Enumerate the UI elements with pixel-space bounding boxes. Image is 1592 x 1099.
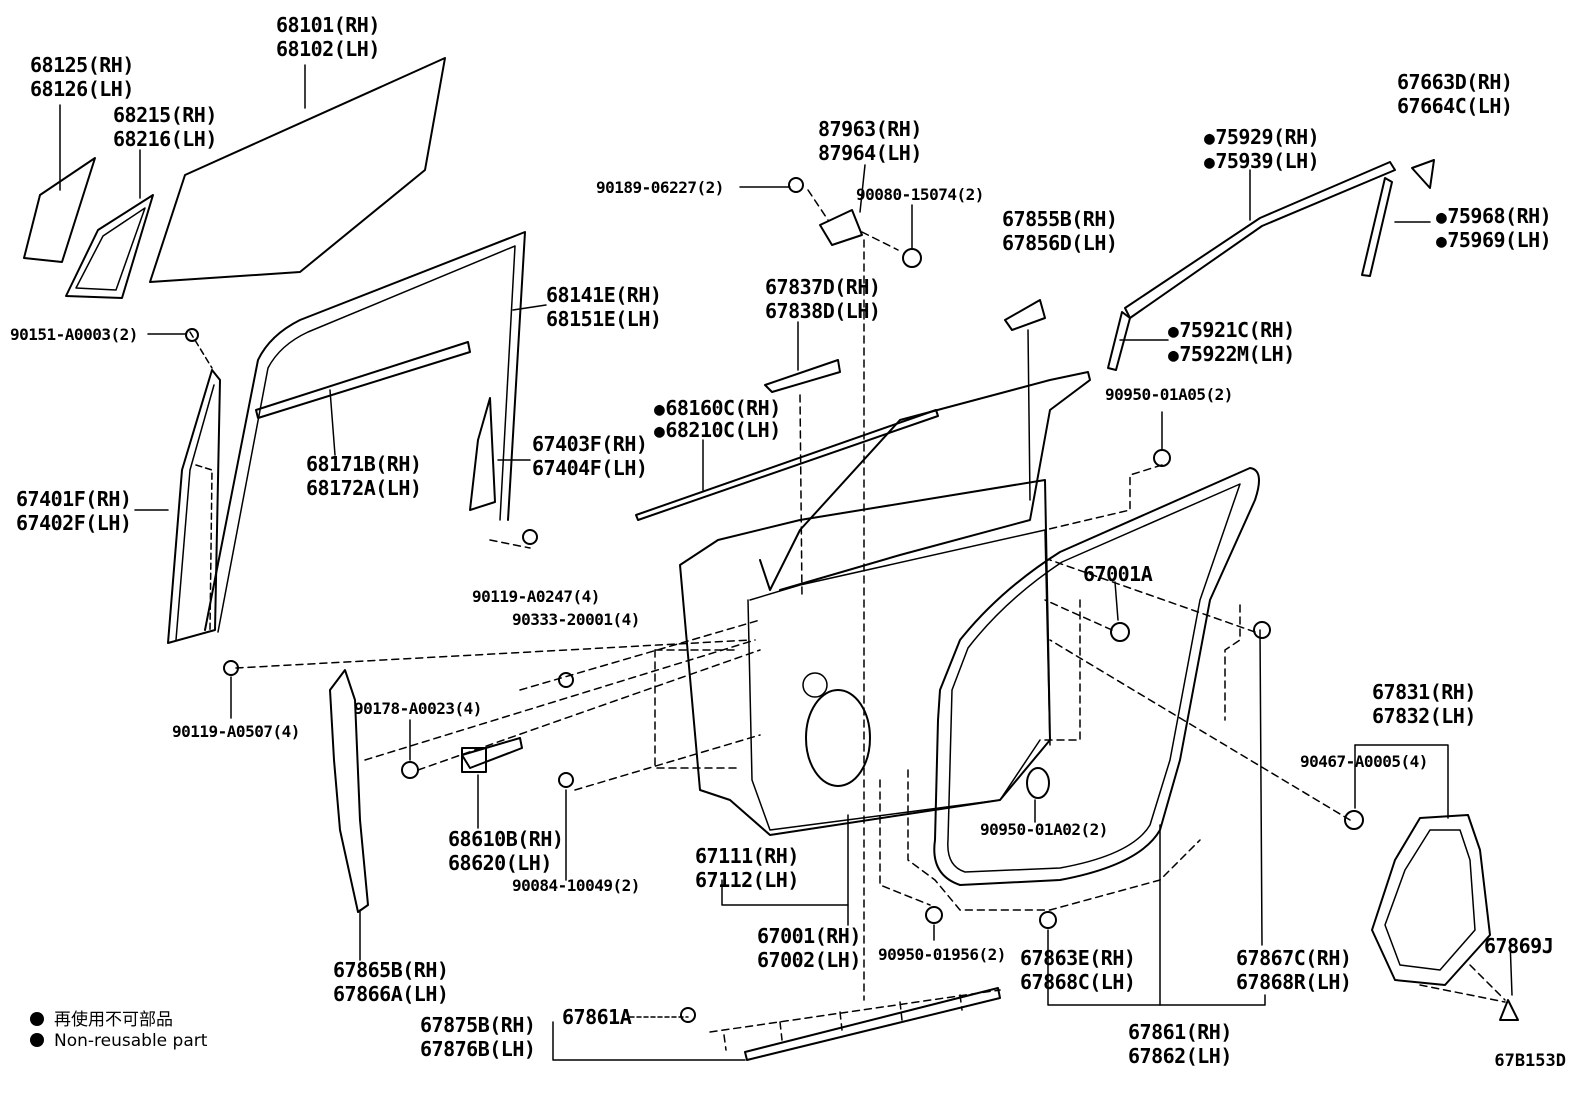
label-67868c: 67868C(LH) bbox=[1020, 970, 1136, 994]
label-90178: 90178-A0023(4) bbox=[354, 699, 482, 718]
label-67876: 67876B(LH) bbox=[420, 1037, 536, 1061]
label-90467: 90467-A0005(4) bbox=[1300, 752, 1428, 771]
glass-run-channel bbox=[204, 231, 526, 631]
roof-side-moulding bbox=[1124, 161, 1396, 319]
belt-weatherstrip bbox=[255, 341, 471, 419]
label-67001a: 67001A bbox=[1083, 562, 1153, 586]
door-shell bbox=[679, 479, 1051, 836]
label-68620: 68620(LH) bbox=[448, 851, 552, 875]
label-87963: 87963(RH) bbox=[818, 117, 922, 141]
label-67838: 67838D(LH) bbox=[765, 299, 881, 323]
rear-door-sash bbox=[469, 397, 496, 511]
label-90084: 90084-10049(2) bbox=[512, 876, 640, 895]
label-68172: 68172A(LH) bbox=[306, 476, 422, 500]
label-90950-01a05: 90950-01A05(2) bbox=[1105, 385, 1233, 404]
diagram-code: 67B153D bbox=[1494, 1051, 1566, 1071]
label-68125: 68125(RH) bbox=[30, 53, 134, 77]
label-75939: 75939(LH) bbox=[1204, 149, 1319, 175]
label-68215: 68215(RH) bbox=[113, 103, 217, 127]
label-68210: 68210C(LH) bbox=[654, 418, 781, 444]
label-67404: 67404F(LH) bbox=[532, 456, 648, 480]
label-67855: 67855B(RH) bbox=[1002, 207, 1118, 231]
label-67875: 67875B(RH) bbox=[420, 1013, 536, 1037]
label-68102: 68102(LH) bbox=[276, 37, 380, 61]
door-check bbox=[461, 737, 523, 769]
label-90080: 90080-15074(2) bbox=[856, 185, 984, 204]
label-68141: 68141E(RH) bbox=[546, 283, 662, 307]
service-hole-cover bbox=[1371, 814, 1491, 986]
front-door-sash bbox=[167, 369, 221, 644]
label-67403: 67403F(RH) bbox=[532, 432, 648, 456]
label-87964: 87964(LH) bbox=[818, 141, 922, 165]
label-67831: 67831(RH) bbox=[1372, 680, 1476, 704]
label-67664: 67664C(LH) bbox=[1397, 94, 1513, 118]
label-75969: 75969(LH) bbox=[1436, 228, 1551, 254]
label-90119-a0507: 90119-A0507(4) bbox=[172, 722, 300, 741]
label-67001: 67001(RH) bbox=[757, 924, 861, 948]
label-90119-a0247: 90119-A0247(4) bbox=[472, 587, 600, 606]
front-door-seal bbox=[329, 669, 369, 913]
label-67837: 67837D(RH) bbox=[765, 275, 881, 299]
label-68101: 68101(RH) bbox=[276, 13, 380, 37]
label-90950-01956: 90950-01956(2) bbox=[878, 945, 1006, 964]
label-67868r: 67868R(LH) bbox=[1236, 970, 1352, 994]
legend-line-japanese: 再使用不可部品 bbox=[30, 1005, 173, 1030]
label-75921: 75921C(RH) bbox=[1168, 318, 1295, 344]
bullet-icon bbox=[30, 1012, 44, 1026]
label-67663: 67663D(RH) bbox=[1397, 70, 1513, 94]
label-90151: 90151-A0003(2) bbox=[10, 325, 138, 344]
label-67863: 67863E(RH) bbox=[1020, 946, 1136, 970]
label-68151: 68151E(LH) bbox=[546, 307, 662, 331]
legend-line-english: Non-reusable part bbox=[30, 1031, 207, 1051]
legend-text-japanese: 再使用不可部品 bbox=[54, 1010, 173, 1030]
label-67861a: 67861A bbox=[562, 1005, 632, 1029]
label-68160: 68160C(RH) bbox=[654, 396, 781, 422]
outer-belt-moulding bbox=[635, 409, 939, 521]
label-67869: 67869J bbox=[1484, 934, 1554, 958]
label-67002: 67002(LH) bbox=[757, 948, 861, 972]
label-67402: 67402F(LH) bbox=[16, 511, 132, 535]
label-67111: 67111(RH) bbox=[695, 844, 799, 868]
label-67832: 67832(LH) bbox=[1372, 704, 1476, 728]
label-75968: 75968(RH) bbox=[1436, 204, 1551, 230]
door-frame-garnish bbox=[764, 359, 841, 393]
bullet-icon bbox=[30, 1033, 44, 1047]
quarter-glass-weatherstrip bbox=[65, 194, 154, 299]
label-90189: 90189-06227(2) bbox=[596, 178, 724, 197]
label-67862: 67862(LH) bbox=[1128, 1044, 1232, 1068]
door-glass bbox=[149, 57, 446, 283]
label-67866: 67866A(LH) bbox=[333, 982, 449, 1006]
door-weatherstrip bbox=[933, 467, 1260, 886]
label-67865: 67865B(RH) bbox=[333, 958, 449, 982]
label-90333: 90333-20001(4) bbox=[512, 610, 640, 629]
label-90950-01a02: 90950-01A02(2) bbox=[980, 820, 1108, 839]
label-67112: 67112(LH) bbox=[695, 868, 799, 892]
label-67401: 67401F(RH) bbox=[16, 487, 132, 511]
label-67861: 67861(RH) bbox=[1128, 1020, 1232, 1044]
label-67867: 67867C(RH) bbox=[1236, 946, 1352, 970]
label-68126: 68126(LH) bbox=[30, 77, 134, 101]
mirror-bracket bbox=[819, 209, 863, 246]
label-67856: 67856D(LH) bbox=[1002, 231, 1118, 255]
quarter-glass bbox=[23, 157, 96, 263]
rocker-moulding bbox=[744, 987, 1001, 1061]
label-75922: 75922M(LH) bbox=[1168, 342, 1295, 368]
legend-text-english: Non-reusable part bbox=[54, 1031, 208, 1051]
label-68216: 68216(LH) bbox=[113, 127, 217, 151]
label-68171: 68171B(RH) bbox=[306, 452, 422, 476]
label-75929: 75929(RH) bbox=[1204, 125, 1319, 151]
label-68610: 68610B(RH) bbox=[448, 827, 564, 851]
